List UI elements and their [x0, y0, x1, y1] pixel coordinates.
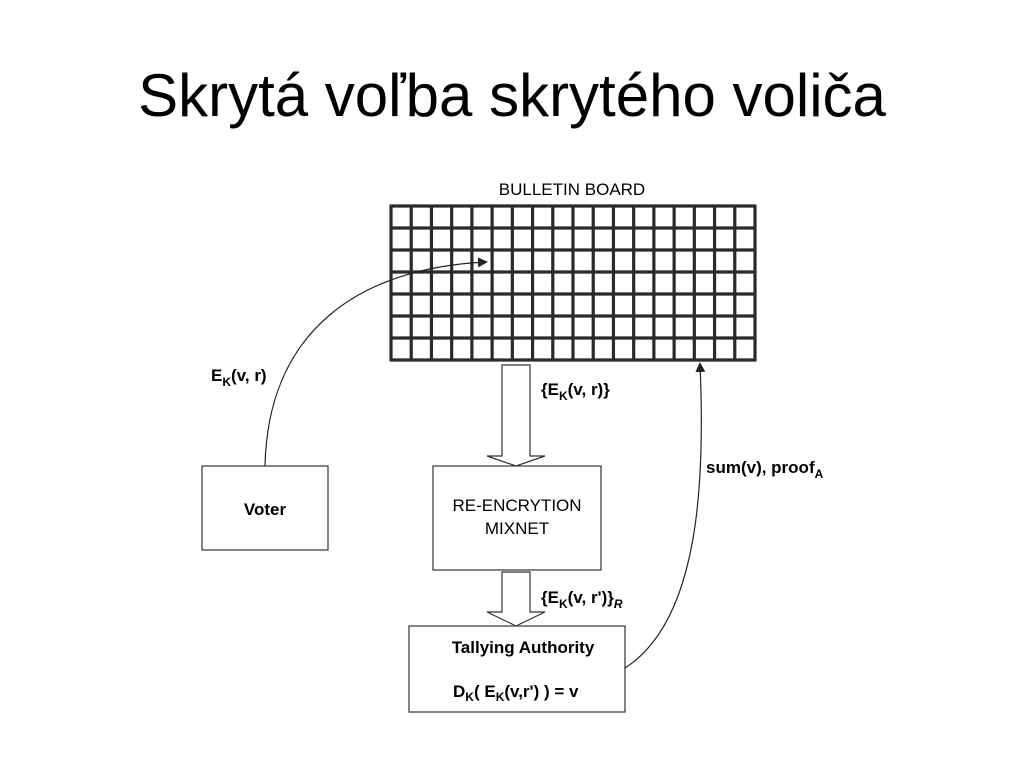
- tallying-authority-formula: DK( EK(v,r') ) = v: [453, 682, 579, 704]
- bulletin-board-label: BULLETIN BOARD: [499, 180, 645, 199]
- tallying-authority-title: Tallying Authority: [452, 638, 595, 657]
- board-to-mixnet-label: {EK(v, r)}: [541, 380, 610, 403]
- mixnet-label-line2: MIXNET: [485, 519, 549, 538]
- mixnet-box: [432, 465, 602, 571]
- voter-edge-label: EK(v, r): [211, 366, 267, 389]
- mixnet-to-tally-arrow: [486, 571, 546, 627]
- slide-title: Skrytá voľba skrytého voliča: [138, 62, 886, 129]
- tallying-authority-box: [408, 625, 626, 713]
- tally-to-board-label: sum(v), proofA: [706, 458, 824, 481]
- voter-to-board-arrow: [264, 257, 488, 467]
- voter-label: Voter: [244, 500, 287, 519]
- board-to-mixnet-arrow: [486, 364, 546, 467]
- mixnet-to-tally-label: {EK(v, r')}R: [541, 588, 623, 611]
- voter-box: [201, 465, 329, 551]
- tally-to-board-arrow: [624, 362, 706, 669]
- bulletin-board-grid: [389, 204, 757, 362]
- mixnet-label-line1: RE-ENCRYTION: [452, 496, 581, 515]
